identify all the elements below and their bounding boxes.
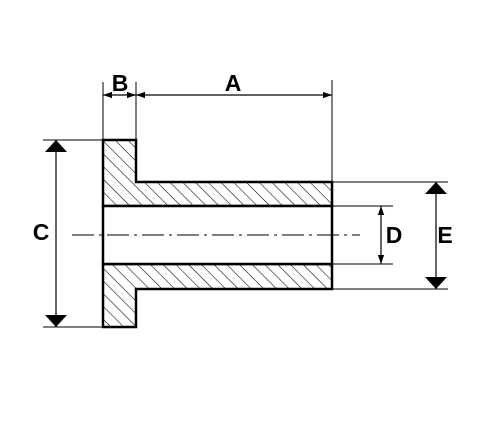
label-c: C <box>33 219 50 245</box>
dimension-lines <box>45 91 447 327</box>
label-a: A <box>225 70 242 96</box>
label-e: E <box>437 222 452 248</box>
lower-wall-section <box>101 262 334 329</box>
label-d: D <box>386 222 403 248</box>
dimension-labels: B A C D E <box>33 70 453 248</box>
label-b: B <box>112 70 129 96</box>
bushing-section <box>72 138 360 329</box>
upper-wall-section <box>101 138 334 208</box>
